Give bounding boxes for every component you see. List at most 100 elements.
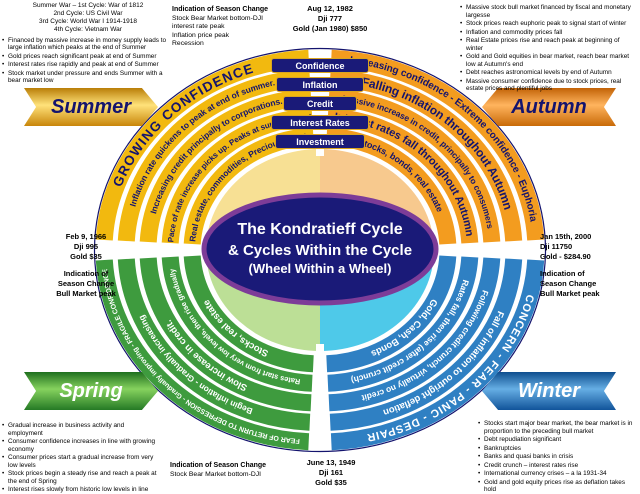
season-change-line: Indication of (63, 269, 109, 279)
bullet: Gradual increase in business activity an… (2, 422, 160, 437)
center-title: The Kondratieff Cycle & Cycles Within th… (205, 197, 435, 301)
season-change-heading: Indication of Season Change (172, 6, 269, 13)
season-change-line: Recession (172, 40, 204, 48)
date-line: Aug 12, 1982 (307, 4, 353, 13)
bullet: Credit crunch – interest rates rise (478, 462, 638, 470)
war-line: 3rd Cycle: World War I 1914-1918 (39, 18, 137, 26)
wheel-outline (93, 47, 547, 453)
bullet: Gold and gold equity prices rise as defl… (478, 479, 638, 494)
ring-band-summer-0 (95, 49, 310, 241)
bullet: Consumer prices start a gradual increase… (2, 454, 160, 469)
dji-line: Dji 161 (318, 467, 344, 477)
bullet: Debt reaches astronomical levels by end … (460, 69, 638, 77)
dji-line: Dji 995 (73, 241, 99, 251)
annotation-date-1949: June 13, 1949 Dji 161 Gold $35 (292, 458, 370, 487)
bullet: International currency crises – a la 193… (478, 470, 638, 478)
ring-band-winter-2 (328, 257, 501, 412)
annotation-summer-wars: Summer War – 1st Cycle: War of 1812 2nd … (2, 2, 174, 86)
season-change-line: Bull Market peak (540, 288, 600, 298)
season-change-line: Season Change (540, 279, 597, 288)
bullet: Consumer confidence increases in line wi… (2, 438, 160, 453)
ring-band-spring-0 (95, 259, 310, 451)
annotation-spring-season-change: Indication of Season Change Stock Bear M… (170, 462, 296, 479)
summer-bullet-list: Financed by massive increase in money su… (2, 37, 174, 85)
bullet: Interest rates rise rapidly and peak at … (2, 61, 174, 69)
bullet: Stocks start major bear market, the bear… (478, 420, 638, 435)
ring-band-autumn-0 (330, 49, 545, 241)
season-change-line: Bull Market peak (56, 288, 116, 298)
ring-band-winter-1 (329, 258, 523, 431)
annotation-date-1982: Aug 12, 1982 Dji 777 Gold (Jan 1980) $85… (284, 4, 376, 33)
annotation-spring-notes: Gradual increase in business activity an… (2, 420, 160, 494)
autumn-bullet-list: Massive stock bull market financed by fi… (460, 4, 638, 93)
bullet: Stock prices reach euphoric peak to sign… (460, 20, 638, 28)
war-line: 4th Cycle: Vietnam War (54, 26, 122, 34)
center-ellipse (201, 192, 439, 306)
ring-band-spring-3 (161, 256, 313, 392)
season-change-heading: Indication of Season Change (170, 462, 267, 469)
ring-label-stack: Confidence Inflation Credit Interest Rat… (260, 58, 380, 149)
spacer (38, 261, 134, 269)
season-change-line: interest rate peak (172, 23, 225, 31)
bullet: Bankruptcies (478, 445, 638, 453)
season-banner-autumn: Autumn (482, 88, 616, 126)
annotation-winter-notes: Stocks start major bear market, the bear… (478, 418, 638, 494)
gold-line: Gold $35 (315, 477, 347, 487)
gold-line: Gold (Jan 1980) $850 (292, 23, 368, 33)
annotation-summer-season-change: Indication of Season Change Stock Bear M… (172, 6, 284, 49)
ring-band-autumn-2 (328, 88, 501, 243)
season-change-line: Stock Bear Market bottom-DJI (170, 470, 262, 478)
spring-bullet-list: Gradual increase in business activity an… (2, 422, 160, 494)
bullet: Financed by massive increase in money su… (2, 37, 174, 52)
ring-band-winter-0 (330, 259, 545, 451)
ring-band-spring-1 (117, 258, 311, 431)
ring-label-confidence: Confidence (271, 58, 369, 73)
bullet: Massive consumer confidence due to stock… (460, 78, 638, 93)
bullet: Stock market under pressure and ends Sum… (2, 70, 174, 85)
ring-band-winter-3 (327, 256, 479, 392)
date-line: Feb 9, 1966 (65, 232, 107, 241)
ring-band-spring-2 (139, 257, 312, 412)
season-change-line: Season Change (57, 279, 115, 288)
bullet: Banks and quasi banks in crisis (478, 453, 638, 461)
bullet: Debt repudiation significant (478, 436, 638, 444)
dji-line: Dji 11750 (540, 241, 573, 251)
bullet: Stock prices begin a steady rise and rea… (2, 470, 160, 485)
bullet: Real Estate prices rise and reach peak a… (460, 37, 638, 52)
title-line-3: (Wheel Within a Wheel) (248, 260, 392, 276)
summer-war-list: Summer War – 1st Cycle: War of 1812 2nd … (2, 2, 174, 35)
bullet: Gold prices reach significant peak at en… (2, 53, 174, 61)
war-line: Summer War – 1st Cycle: War of 1812 (32, 2, 144, 9)
bullet: Massive stock bull market financed by fi… (460, 4, 638, 19)
ring-label-credit: Credit (283, 96, 357, 111)
ring-label-interest-rates: Interest Rates (271, 115, 369, 130)
annotation-autumn-notes: Massive stock bull market financed by fi… (460, 2, 638, 94)
ring-band-winter-4 (326, 255, 457, 373)
ring-label-investment: Investment (275, 134, 365, 149)
dji-line: Dji 777 (317, 13, 343, 23)
title-line-1: The Kondratieff Cycle (237, 221, 403, 239)
ring-band-summer-1 (117, 69, 311, 242)
date-line: Jan 15th, 2000 (540, 232, 592, 241)
bullet: Gold and Gold equities in bear market, r… (460, 53, 638, 68)
spacer (540, 261, 638, 269)
season-banner-summer: Summer (24, 88, 158, 126)
season-banner-winter: Winter (482, 372, 616, 410)
season-change-line: Stock Bear Market bottom-DJI (172, 14, 264, 22)
gold-line: Gold $35 (70, 251, 102, 261)
ring-band-autumn-1 (329, 69, 523, 242)
date-line: June 13, 1949 (306, 458, 356, 467)
season-change-line: Inflation price peak (172, 31, 230, 39)
ring-band-spring-4 (183, 255, 314, 373)
war-line: 2nd Cycle: US Civil War (53, 10, 123, 18)
annotation-date-2000: Jan 15th, 2000 Dji 11750 Gold - $284.90 … (540, 232, 638, 299)
gold-line: Gold - $284.90 (540, 251, 591, 261)
title-line-2: & Cycles Within the Cycle (227, 242, 413, 260)
winter-bullet-list: Stocks start major bear market, the bear… (478, 420, 638, 494)
season-banner-spring: Spring (24, 372, 158, 410)
ring-band-summer-2 (139, 88, 312, 243)
ring-label-inflation: Inflation (276, 77, 364, 92)
bullet: Interest rises slowly from historic low … (2, 486, 160, 494)
